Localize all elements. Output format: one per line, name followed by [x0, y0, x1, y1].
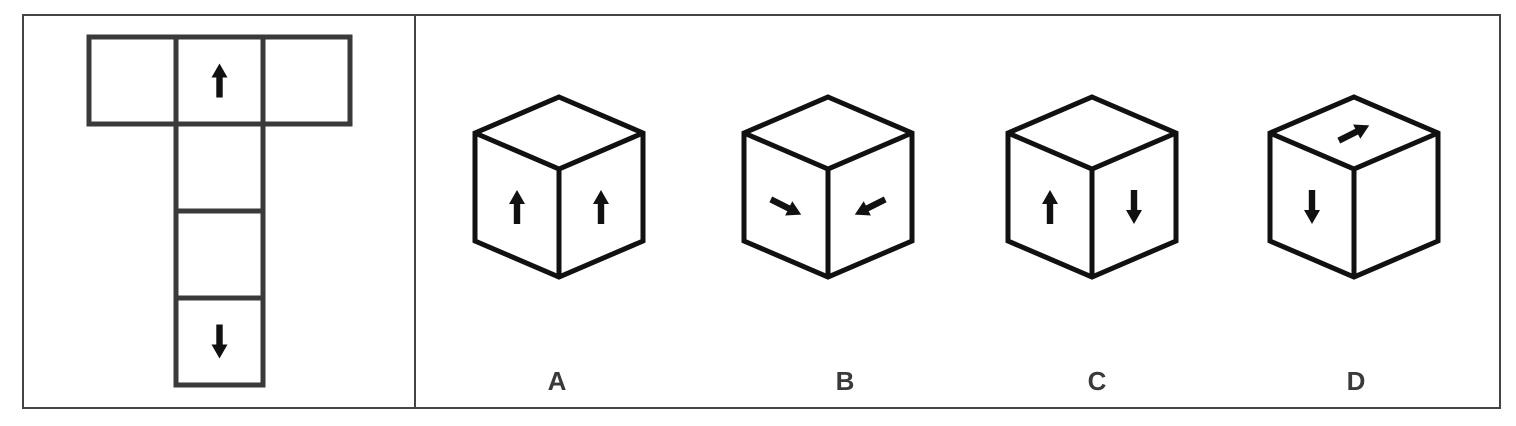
net-arrow-down-icon	[211, 324, 228, 359]
answer-options	[472, 94, 1441, 280]
option-cube-a	[472, 94, 646, 280]
outer-frame	[22, 14, 1501, 409]
option-label-d: D	[1347, 366, 1366, 396]
cube-top-arrow-up-right-icon	[1337, 124, 1370, 144]
option-cube-d	[1267, 94, 1441, 280]
net-arrow-up-icon	[211, 63, 228, 98]
option-label-b: B	[836, 366, 855, 396]
cube-left-arrow-down-right-icon	[769, 196, 802, 216]
cube-left-arrow-up-icon	[509, 190, 525, 224]
option-cube-b	[741, 94, 915, 280]
net-face-top-left	[86, 34, 179, 127]
option-label-a: A	[548, 366, 567, 396]
net-face-column-1	[173, 121, 266, 214]
net-face-column-2	[173, 208, 266, 301]
cube-right-arrow-down-icon	[1126, 190, 1142, 224]
cube-left-arrow-up-icon	[1042, 190, 1058, 224]
option-cube-c	[1005, 94, 1179, 280]
cube-right-arrow-up-icon	[593, 190, 609, 224]
option-label-c: C	[1088, 366, 1107, 396]
cube-right-arrow-down-left-icon	[854, 196, 887, 216]
net-face-column-3	[173, 295, 266, 388]
cube-left-arrow-down-icon	[1304, 190, 1320, 224]
net-face-top-right	[260, 34, 353, 127]
cube-net	[86, 34, 353, 388]
